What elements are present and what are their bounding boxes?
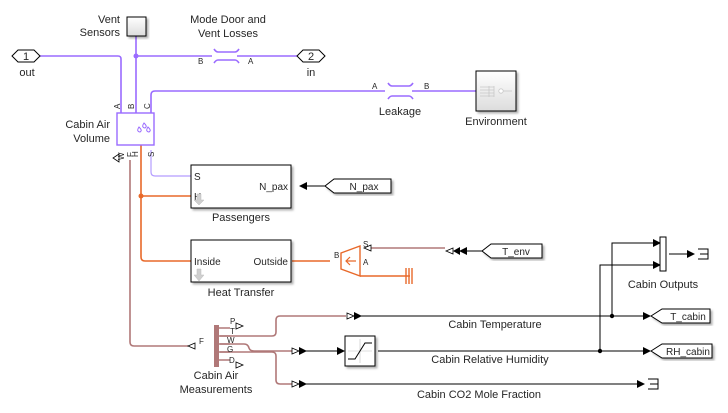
passengers-port-s: S	[194, 172, 201, 183]
cav-port-w-arrow-icon	[112, 153, 120, 163]
ps-input-arrow-icon	[362, 244, 372, 252]
vent-sensors-block[interactable]: Vent Sensors	[80, 14, 147, 39]
leakage-port-a: A	[372, 82, 378, 91]
heat-flow-arrow-icon	[193, 193, 205, 206]
water-drops-icon	[137, 122, 151, 133]
goto-tag-t-cabin-label: T_cabin	[670, 312, 706, 323]
ps-simulink-converter-humidity[interactable]	[291, 347, 307, 355]
environment-block[interactable]: Environment	[465, 70, 527, 128]
thermal-reference-icon	[405, 268, 413, 284]
cabin-air-volume-block[interactable]: Cabin Air Volume A B C W F H S	[65, 103, 156, 163]
measurements-port-g: G	[227, 345, 233, 354]
outport-number: 1	[23, 51, 29, 63]
from-tag-n-pax[interactable]: N_pax	[324, 178, 392, 194]
ps-simulink-converter-co2[interactable]	[291, 380, 307, 388]
from-tag-t-env-label: T_env	[502, 247, 530, 258]
measurements-port-f: F	[199, 337, 204, 346]
measurements-port-w: W	[227, 336, 235, 345]
cav-port-w: W	[117, 152, 126, 160]
cabin-air-measurements-block[interactable]: F P T W G D Cabin Air Measurements	[180, 317, 253, 396]
measurements-label-1: Cabin Air	[194, 370, 239, 382]
cav-port-s: S	[147, 152, 156, 157]
heat-transfer-label: Heat Transfer	[208, 287, 275, 299]
goto-tag-rh-cabin[interactable]: RH_cabin	[650, 343, 713, 359]
heat-transfer-port-outside: Outside	[254, 257, 289, 268]
leakage-label: Leakage	[379, 106, 421, 118]
temp-source-port-a: A	[363, 258, 369, 267]
heat-transfer-port-inside: Inside	[194, 257, 221, 268]
temperature-source-block[interactable]: B A S	[334, 240, 372, 278]
saturation-icon	[348, 342, 372, 360]
saturation-block[interactable]	[344, 335, 376, 367]
measurements-port-p: P	[230, 317, 235, 326]
temperature-source-arrow-icon	[345, 256, 356, 266]
cabin-air-volume-label-1: Cabin Air	[65, 119, 110, 131]
physical-signal-lines	[129, 160, 445, 385]
simulink-ps-converter[interactable]	[444, 247, 460, 255]
passengers-block[interactable]: S H N_pax Passengers	[190, 164, 292, 224]
heat-flow-arrow-icon	[193, 268, 205, 282]
mode-door-label-2: Vent Losses	[198, 28, 258, 40]
gas-connection-lines	[40, 36, 476, 115]
mode-door-label-1: Mode Door and	[190, 14, 266, 26]
signal-lines	[299, 182, 695, 388]
measurements-port-d: D	[229, 356, 235, 365]
passengers-port-npax: N_pax	[259, 182, 288, 193]
terminator-cabin-outputs[interactable]	[698, 248, 709, 260]
leakage-block[interactable]: A B Leakage	[372, 82, 429, 118]
mode-door-block[interactable]: Mode Door and Vent Losses B A	[190, 14, 266, 66]
temp-source-port-s: S	[363, 240, 368, 249]
mode-door-port-a: A	[248, 57, 254, 66]
inport-label: in	[307, 67, 316, 79]
moisture-line	[150, 150, 193, 177]
vent-sensors-label-1: Vent	[98, 14, 120, 26]
environment-icon	[480, 86, 512, 97]
cav-port-a: A	[113, 103, 122, 109]
signal-label-co2: Cabin CO2 Mole Fraction	[417, 389, 541, 401]
environment-label: Environment	[465, 116, 527, 128]
from-tag-n-pax-label: N_pax	[350, 182, 379, 193]
cabin-outputs-label: Cabin Outputs	[628, 279, 699, 291]
temp-source-port-b: B	[334, 251, 339, 260]
vent-sensors-label-2: Sensors	[80, 27, 121, 39]
thermal-connection-lines	[138, 137, 410, 277]
goto-tag-rh-cabin-label: RH_cabin	[666, 347, 710, 358]
goto-tag-t-cabin[interactable]: T_cabin	[650, 308, 711, 324]
measurements-port-t: T	[230, 327, 235, 336]
cav-port-h: H	[131, 151, 140, 157]
measurements-label-2: Measurements	[180, 384, 253, 396]
measurements-input-arrow-icon	[186, 342, 196, 350]
cav-port-f: F	[126, 152, 135, 157]
outport-label: out	[19, 67, 34, 79]
heat-transfer-block[interactable]: Inside Outside Heat Transfer	[190, 239, 292, 299]
from-tag-t-env[interactable]: T_env	[481, 243, 543, 259]
cav-port-c: C	[143, 103, 152, 109]
cabin-outputs-mux[interactable]: Cabin Outputs	[628, 236, 699, 291]
inport-number: 2	[308, 51, 314, 63]
signal-label-temperature: Cabin Temperature	[448, 319, 541, 331]
mode-door-port-b: B	[198, 57, 203, 66]
inport-2[interactable]: 2 in	[296, 49, 326, 79]
ps-simulink-converter-temperature[interactable]	[346, 312, 362, 320]
leakage-port-b: B	[424, 82, 429, 91]
passengers-label: Passengers	[212, 212, 271, 224]
outport-1[interactable]: 1 out	[11, 49, 41, 79]
terminator-co2[interactable]	[648, 378, 659, 390]
cav-port-b: B	[127, 104, 136, 109]
cabin-air-volume-label-2: Volume	[73, 133, 110, 145]
signal-label-humidity: Cabin Relative Humidity	[431, 354, 549, 366]
